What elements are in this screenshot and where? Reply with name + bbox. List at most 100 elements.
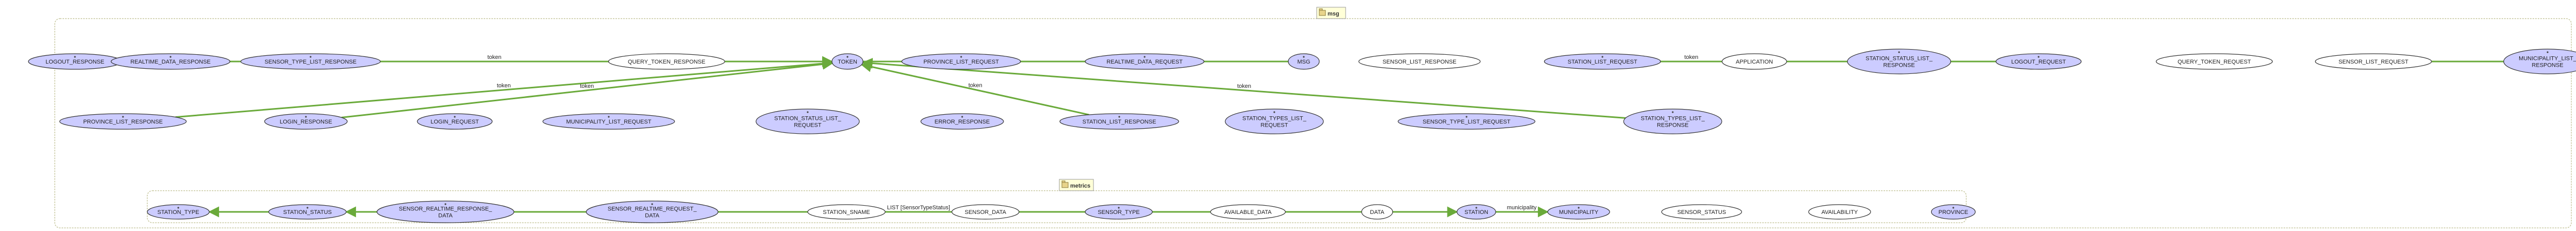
node-label: AVAILABILITY xyxy=(1822,209,1858,215)
node-shape xyxy=(1361,204,1393,220)
node-shape xyxy=(2155,53,2273,70)
entity-marker-icon xyxy=(122,116,124,118)
node-label: MSG xyxy=(1297,59,1310,65)
node-station-type[interactable]: STATION_TYPE xyxy=(147,204,210,220)
edge-label: municipality xyxy=(1507,205,1537,211)
node-sensor-status[interactable]: SENSOR_STATUS xyxy=(1661,204,1742,220)
entity-marker-icon xyxy=(306,207,308,209)
entity-marker-icon xyxy=(169,56,172,58)
node-sensor-type[interactable]: SENSOR_TYPE xyxy=(1085,204,1153,220)
node-municipality-list-response[interactable]: MUNICIPALITY_LIST_RESPONSE xyxy=(2503,49,2576,74)
edge-label: token xyxy=(580,83,594,89)
node-province-list-response[interactable]: PROVINCE_LIST_RESPONSE xyxy=(59,113,187,130)
node-logout-response[interactable]: LOGOUT_RESPONSE xyxy=(28,53,122,70)
node-station-list-response[interactable]: STATION_LIST_RESPONSE xyxy=(1059,113,1179,130)
node-label: SENSOR_LIST_RESPONSE xyxy=(1382,59,1456,65)
node-station[interactable]: STATION xyxy=(1456,204,1497,220)
edge-line xyxy=(861,58,1626,119)
node-station-list-request[interactable]: STATION_LIST_REQUEST xyxy=(1544,53,1661,70)
node-sensor-type-list-response[interactable]: SENSOR_TYPE_LIST_RESPONSE xyxy=(240,53,381,70)
node-shape xyxy=(1623,109,1722,134)
node-shape xyxy=(1721,53,1787,70)
node-shape xyxy=(542,113,675,130)
node-station-status-list-request[interactable]: STATION_STATUS_LIST_REQUEST xyxy=(755,109,860,134)
node-availability[interactable]: AVAILABILITY xyxy=(1808,204,1871,220)
node-sensor-realtime-request-data[interactable]: SENSOR_REALTIME_REQUEST_DATA xyxy=(585,201,719,223)
node-label: TOKEN xyxy=(838,59,857,65)
node-label-line: SENSOR_REALTIME_RESPONSE_ xyxy=(399,206,492,212)
node-query-token-request[interactable]: QUERY_TOKEN_REQUEST xyxy=(2155,53,2273,70)
node-label: STATION_LIST_RESPONSE xyxy=(1083,119,1156,125)
entity-marker-icon xyxy=(2038,56,2040,58)
entity-marker-icon xyxy=(305,116,307,118)
node-query-token-response[interactable]: QUERY_TOKEN_RESPONSE xyxy=(608,53,726,70)
node-sensor-data[interactable]: SENSOR_DATA xyxy=(951,204,1020,220)
node-shape xyxy=(585,201,719,223)
entity-marker-icon xyxy=(651,203,653,205)
node-label: LOGIN_REQUEST xyxy=(430,119,479,125)
edge-line xyxy=(860,61,1089,116)
node-municipality[interactable]: MUNICIPALITY xyxy=(1547,204,1610,220)
entity-marker-icon xyxy=(177,207,179,209)
node-token[interactable]: TOKEN xyxy=(831,53,863,70)
edge-label: token xyxy=(497,83,511,89)
node-realtime-data-request[interactable]: REALTIME_DATA_REQUEST xyxy=(1085,53,1205,70)
entity-marker-icon xyxy=(444,203,446,205)
node-msg[interactable]: MSG xyxy=(1288,53,1320,70)
node-sensor-type-list-request[interactable]: SENSOR_TYPE_LIST_REQUEST xyxy=(1397,113,1536,130)
node-label: LOGIN_RESPONSE xyxy=(280,119,332,125)
entity-marker-icon xyxy=(1672,111,1674,113)
node-login-response[interactable]: LOGIN_RESPONSE xyxy=(264,113,348,130)
entity-marker-icon xyxy=(1118,207,1120,209)
node-station-types-list-response[interactable]: STATION_TYPES_LIST_RESPONSE xyxy=(1623,109,1722,134)
node-sensor-realtime-response-data[interactable]: SENSOR_REALTIME_RESPONSE_DATA xyxy=(376,201,515,223)
node-shape xyxy=(59,113,187,130)
node-shape xyxy=(1661,204,1742,220)
entity-marker-icon xyxy=(310,56,312,58)
node-label: QUERY_TOKEN_RESPONSE xyxy=(628,59,705,65)
node-label: STATION_STATUS xyxy=(283,209,332,215)
node-shape xyxy=(376,201,515,223)
node-shape xyxy=(920,113,1004,130)
node-station-status-list-response[interactable]: STATION_STATUS_LIST_RESPONSE xyxy=(1847,49,1951,74)
node-province[interactable]: PROVINCE xyxy=(1931,204,1976,220)
node-error-response[interactable]: ERROR_RESPONSE xyxy=(920,113,1004,130)
node-logout-request[interactable]: LOGOUT_REQUEST xyxy=(1995,53,2082,70)
node-sensor-list-response[interactable]: SENSOR_LIST_RESPONSE xyxy=(1358,53,1481,70)
entity-marker-icon xyxy=(1898,51,1900,53)
edge-label: token xyxy=(487,54,501,60)
node-label-line: REQUEST xyxy=(794,122,821,129)
node-application[interactable]: APPLICATION xyxy=(1721,53,1787,70)
node-shape xyxy=(264,113,348,130)
node-shape xyxy=(1225,109,1324,134)
edge-station_types_list_response-token: token xyxy=(861,58,1626,119)
node-shape xyxy=(608,53,726,70)
node-station-sname[interactable]: STATION_SNAME xyxy=(807,204,886,220)
node-shape xyxy=(807,204,886,220)
edge-label: token xyxy=(968,83,982,89)
node-shape xyxy=(111,53,230,70)
node-realtime-data-response[interactable]: REALTIME_DATA_RESPONSE xyxy=(111,53,230,70)
node-data[interactable]: DATA xyxy=(1361,204,1393,220)
node-label: PROVINCE_LIST_REQUEST xyxy=(923,59,999,65)
node-province-list-request[interactable]: PROVINCE_LIST_REQUEST xyxy=(901,53,1021,70)
node-available-data[interactable]: AVAILABLE_DATA xyxy=(1210,204,1286,220)
node-shape xyxy=(1547,204,1610,220)
entity-marker-icon xyxy=(961,116,963,118)
node-label: SENSOR_TYPE_LIST_REQUEST xyxy=(1423,119,1510,125)
node-label: PROVINCE_LIST_RESPONSE xyxy=(83,119,163,125)
node-shape xyxy=(240,53,381,70)
node-label: REALTIME_DATA_REQUEST xyxy=(1106,59,1183,65)
edge-label: token xyxy=(1685,54,1699,60)
node-station-types-list-request[interactable]: STATION_TYPES_LIST_REQUEST xyxy=(1225,109,1324,134)
edge-line xyxy=(341,58,834,118)
node-sensor-list-request[interactable]: SENSOR_LIST_REQUEST xyxy=(2315,53,2432,70)
node-login-request[interactable]: LOGIN_REQUEST xyxy=(417,113,493,130)
node-shape xyxy=(1847,49,1951,74)
node-municipality-list-request[interactable]: MUNICIPALITY_LIST_REQUEST xyxy=(542,113,675,130)
node-label: STATION_LIST_REQUEST xyxy=(1568,59,1638,65)
node-station-status[interactable]: STATION_STATUS xyxy=(268,204,347,220)
node-label: LOGOUT_RESPONSE xyxy=(45,59,104,65)
entity-marker-icon xyxy=(1601,56,1603,58)
node-label-line: SENSOR_REALTIME_REQUEST_ xyxy=(608,206,697,212)
